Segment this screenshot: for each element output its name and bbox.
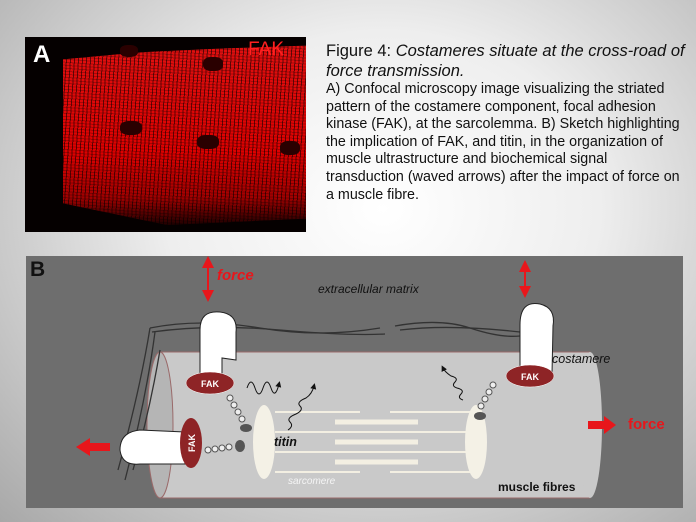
costamere-bottom — [119, 429, 186, 465]
titin-label: titin — [274, 435, 297, 449]
fak-left-label: FAK — [201, 379, 220, 389]
force-arrow-left — [76, 438, 110, 456]
titin-spring — [204, 381, 497, 454]
muscle-fibres-label: muscle fibres — [498, 480, 576, 494]
sarcomere-filaments — [275, 411, 470, 473]
force-label-top: force — [217, 267, 254, 284]
fak-striated-tissue — [63, 45, 306, 225]
force-label-right: force — [628, 416, 665, 433]
fak-bottom — [180, 418, 202, 468]
fak-right-label: FAK — [521, 372, 540, 382]
figure-title: Costameres situate at the cross-road of … — [326, 42, 685, 80]
panel-a-label: A — [33, 41, 51, 68]
z-disc-right — [465, 405, 487, 479]
z-disc-left — [253, 405, 275, 479]
panel-b-label: B — [30, 258, 45, 281]
force-arrows — [202, 256, 531, 302]
sarcomere-label: sarcomere — [288, 476, 336, 487]
nucleus — [120, 45, 138, 57]
nucleus — [120, 121, 142, 135]
fak-bottom-label: FAK — [187, 433, 197, 452]
fak-right — [505, 364, 555, 388]
force-arrow-right — [588, 416, 616, 434]
nucleus — [280, 141, 300, 155]
fak-left — [185, 371, 235, 395]
caption-body: A) Confocal microscopy image visualizing… — [326, 81, 680, 203]
costamere-left — [199, 311, 237, 383]
titin-anchor — [235, 412, 486, 452]
extracellular-matrix-label: extracellular matrix — [318, 282, 420, 296]
costamere-right — [519, 302, 554, 375]
sketch-panel: B FAK FAK FAK — [26, 256, 683, 508]
signal-waved-arrows — [246, 365, 464, 431]
nucleus — [203, 57, 223, 71]
nucleus — [197, 135, 219, 149]
costamere-label: costamere — [552, 352, 610, 366]
fak-stain-label: FAK — [248, 39, 284, 60]
confocal-image-panel: A FAK — [25, 37, 306, 232]
figure-label: Figure 4: — [326, 42, 396, 60]
figure-caption: Figure 4: Costameres situate at the cros… — [326, 41, 686, 204]
